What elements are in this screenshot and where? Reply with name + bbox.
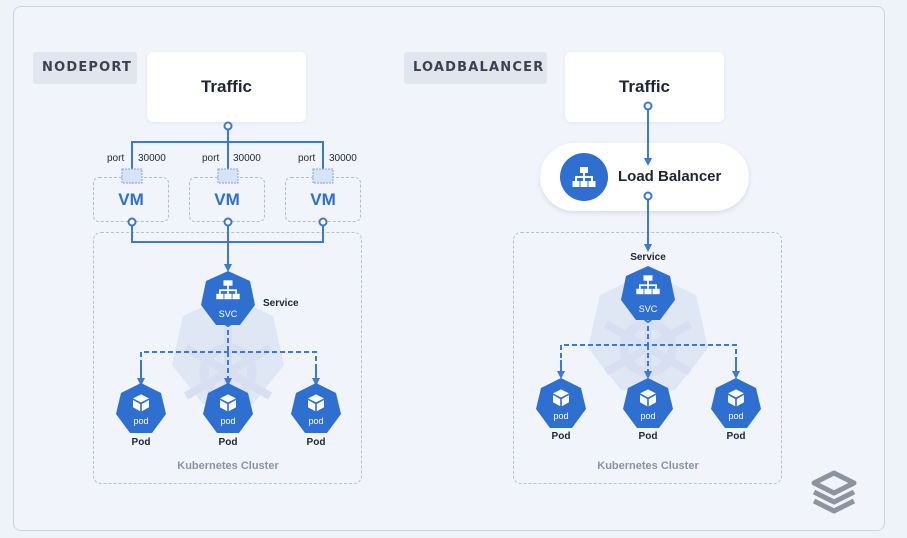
nodeport-pod-label-3: Pod (307, 437, 326, 448)
loadbalancer-pod-icon-1: pod (536, 378, 586, 428)
vm-label-1: VM (118, 189, 144, 209)
loadbalancer-pod-icon-3: pod (711, 378, 761, 428)
loadbalancer-pod-icon-2: pod (623, 378, 673, 428)
nodeport-svc-icon: SVC (201, 271, 255, 325)
loadbalancer-service-label: Service (630, 252, 666, 263)
port-value-2: 30000 (233, 153, 261, 164)
nodeport-connectors (128, 126, 327, 386)
nodeport-pod-icon-1-text: pod (133, 416, 148, 426)
loadbalancer-cluster-label: Kubernetes Cluster (597, 460, 699, 472)
port-label-3: port (298, 153, 316, 164)
load-balancer-node: Load Balancer (540, 143, 749, 211)
nodeport-port-markers (121, 168, 334, 184)
nodeport-svc-text: SVC (219, 309, 238, 319)
nodeport-pod-label-2: Pod (219, 437, 238, 448)
nodeport-pod-icon-1: pod (116, 383, 166, 433)
loadbalancer-tag: LOADBALANCER (404, 52, 547, 84)
loadbalancer-traffic-label: Traffic (618, 77, 671, 96)
port-value-3: 30000 (329, 153, 357, 164)
nodeport-service-label: Service (263, 298, 299, 309)
loadbalancer-traffic-box: Traffic (565, 52, 724, 122)
nodeport-tag: NODEPORT (33, 52, 137, 84)
port-label-1: port (107, 153, 125, 164)
loadbalancer-pod-icon-1-text: pod (553, 411, 568, 421)
nodeport-pod-icon-2: pod (203, 383, 253, 433)
nodeport-pod-icon-3-text: pod (308, 416, 323, 426)
loadbalancer-connectors (557, 106, 740, 379)
loadbalancer-pod-label-3: Pod (727, 431, 746, 442)
nodeport-cluster-label: Kubernetes Cluster (177, 460, 279, 472)
loadbalancer-svc-text: SVC (639, 304, 658, 314)
load-balancer-label: Load Balancer (618, 168, 722, 185)
brand-logo-icon (811, 470, 857, 514)
load-balancer-icon (560, 153, 608, 201)
loadbalancer-svc-icon: SVC (621, 266, 675, 320)
vm-label-2: VM (214, 189, 240, 209)
nodeport-traffic-label: Traffic (200, 77, 253, 96)
loadbalancer-pod-icon-3-text: pod (728, 411, 743, 421)
port-label-2: port (202, 153, 220, 164)
nodeport-pod-icon-2-text: pod (220, 416, 235, 426)
nodeport-pod-label-1: Pod (132, 437, 151, 448)
loadbalancer-pod-icon-2-text: pod (640, 411, 655, 421)
loadbalancer-pod-label-2: Pod (639, 431, 658, 442)
port-value-1: 30000 (138, 153, 166, 164)
nodeport-traffic-box: Traffic (147, 52, 306, 122)
vm-label-3: VM (310, 189, 336, 209)
nodeport-pod-icon-3: pod (291, 383, 341, 433)
loadbalancer-pod-label-1: Pod (552, 431, 571, 442)
